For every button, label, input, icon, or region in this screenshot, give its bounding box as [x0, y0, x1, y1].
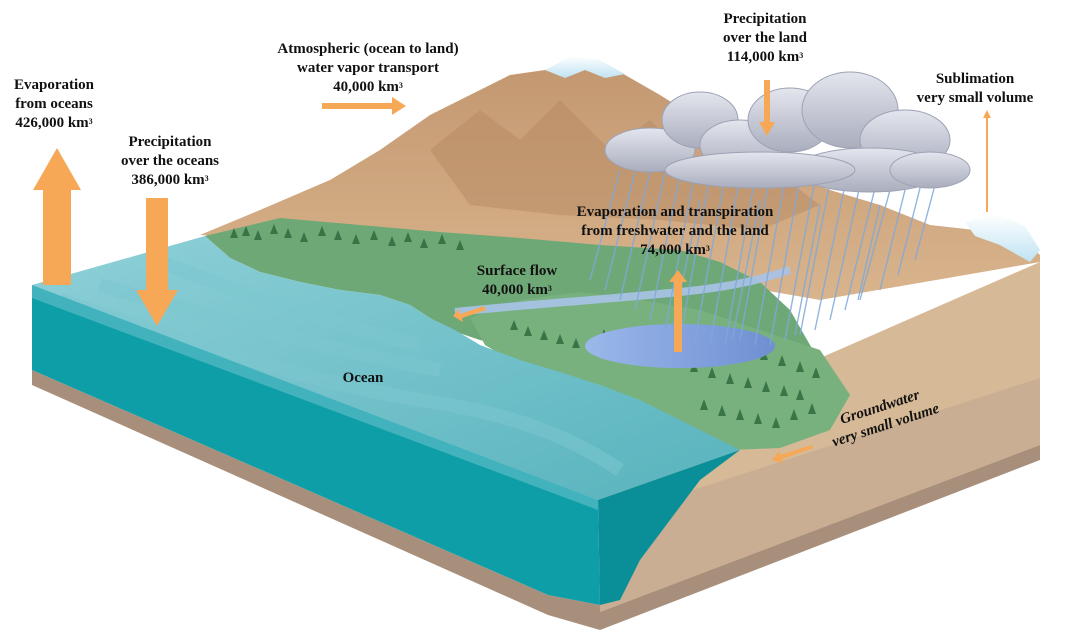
rain-cloud [604, 71, 971, 193]
ocean-front-highlight [32, 285, 598, 510]
sublimation-label: Sublimation very small volume [900, 70, 1050, 108]
atmospheric-transport-line1: Atmospheric (ocean to land) [277, 41, 459, 57]
atmospheric-transport-arrow [322, 97, 406, 115]
rain-streaks [589, 169, 936, 346]
sublimation-arrow [983, 110, 991, 212]
evapotranspiration-arrow [669, 270, 687, 352]
snow-cap-left [545, 56, 625, 78]
evapotranspiration-amount: 74,000 km3 [640, 242, 710, 258]
evaporation-oceans-amount: 426,000 km3 [15, 115, 93, 131]
forest-peninsula [470, 292, 850, 450]
surface-flow-amount: 40,000 km3 [482, 282, 552, 298]
precipitation-oceans-line2: over the oceans [120, 153, 220, 169]
surface-flow-label: Surface flow 40,000 km3 [462, 262, 572, 300]
tree-clusters [230, 224, 820, 428]
snow-cap-right [965, 214, 1040, 262]
evapotranspiration-line1: Evaporation and transpiration [576, 204, 774, 220]
surface-flow-line1: Surface flow [476, 263, 558, 279]
atmospheric-transport-label: Atmospheric (ocean to land) water vapor … [248, 40, 488, 97]
ocean-label: Ocean [342, 370, 384, 386]
flow-arrows [33, 80, 991, 463]
surface-flow-arrow [453, 306, 486, 322]
precipitation-land-arrow [759, 80, 775, 136]
groundwater-arrow [772, 445, 813, 463]
river [454, 266, 792, 316]
precipitation-land-line1: Precipitation [723, 11, 807, 27]
precipitation-oceans-line1: Precipitation [128, 134, 212, 150]
ocean-right-side [598, 450, 740, 605]
precipitation-land-label: Precipitation over the land 114,000 km3 [700, 10, 830, 67]
precipitation-oceans-label: Precipitation over the oceans 386,000 km… [110, 133, 230, 190]
evapotranspiration-line2: from freshwater and the land [581, 223, 769, 239]
evaporation-oceans-arrow [33, 148, 81, 285]
ocean-front-side [32, 285, 600, 605]
evaporation-oceans-label: Evaporation from oceans 426,000 km3 [6, 76, 102, 133]
precipitation-oceans-amount: 386,000 km3 [131, 172, 209, 188]
sublimation-line2: very small volume [916, 90, 1034, 106]
atmospheric-transport-amount: 40,000 km3 [333, 79, 403, 95]
precipitation-oceans-arrow [136, 198, 178, 326]
evaporation-oceans-line1: Evaporation [13, 77, 94, 93]
atmospheric-transport-line2: water vapor transport [297, 60, 439, 76]
precipitation-land-line2: over the land [723, 30, 807, 46]
precipitation-land-amount: 114,000 km3 [726, 49, 804, 65]
sublimation-line1: Sublimation [935, 71, 1015, 87]
evapotranspiration-label: Evaporation and transpiration from fresh… [545, 203, 805, 260]
soil-side-lower [600, 378, 1040, 612]
evaporation-oceans-line2: from oceans [15, 96, 93, 112]
